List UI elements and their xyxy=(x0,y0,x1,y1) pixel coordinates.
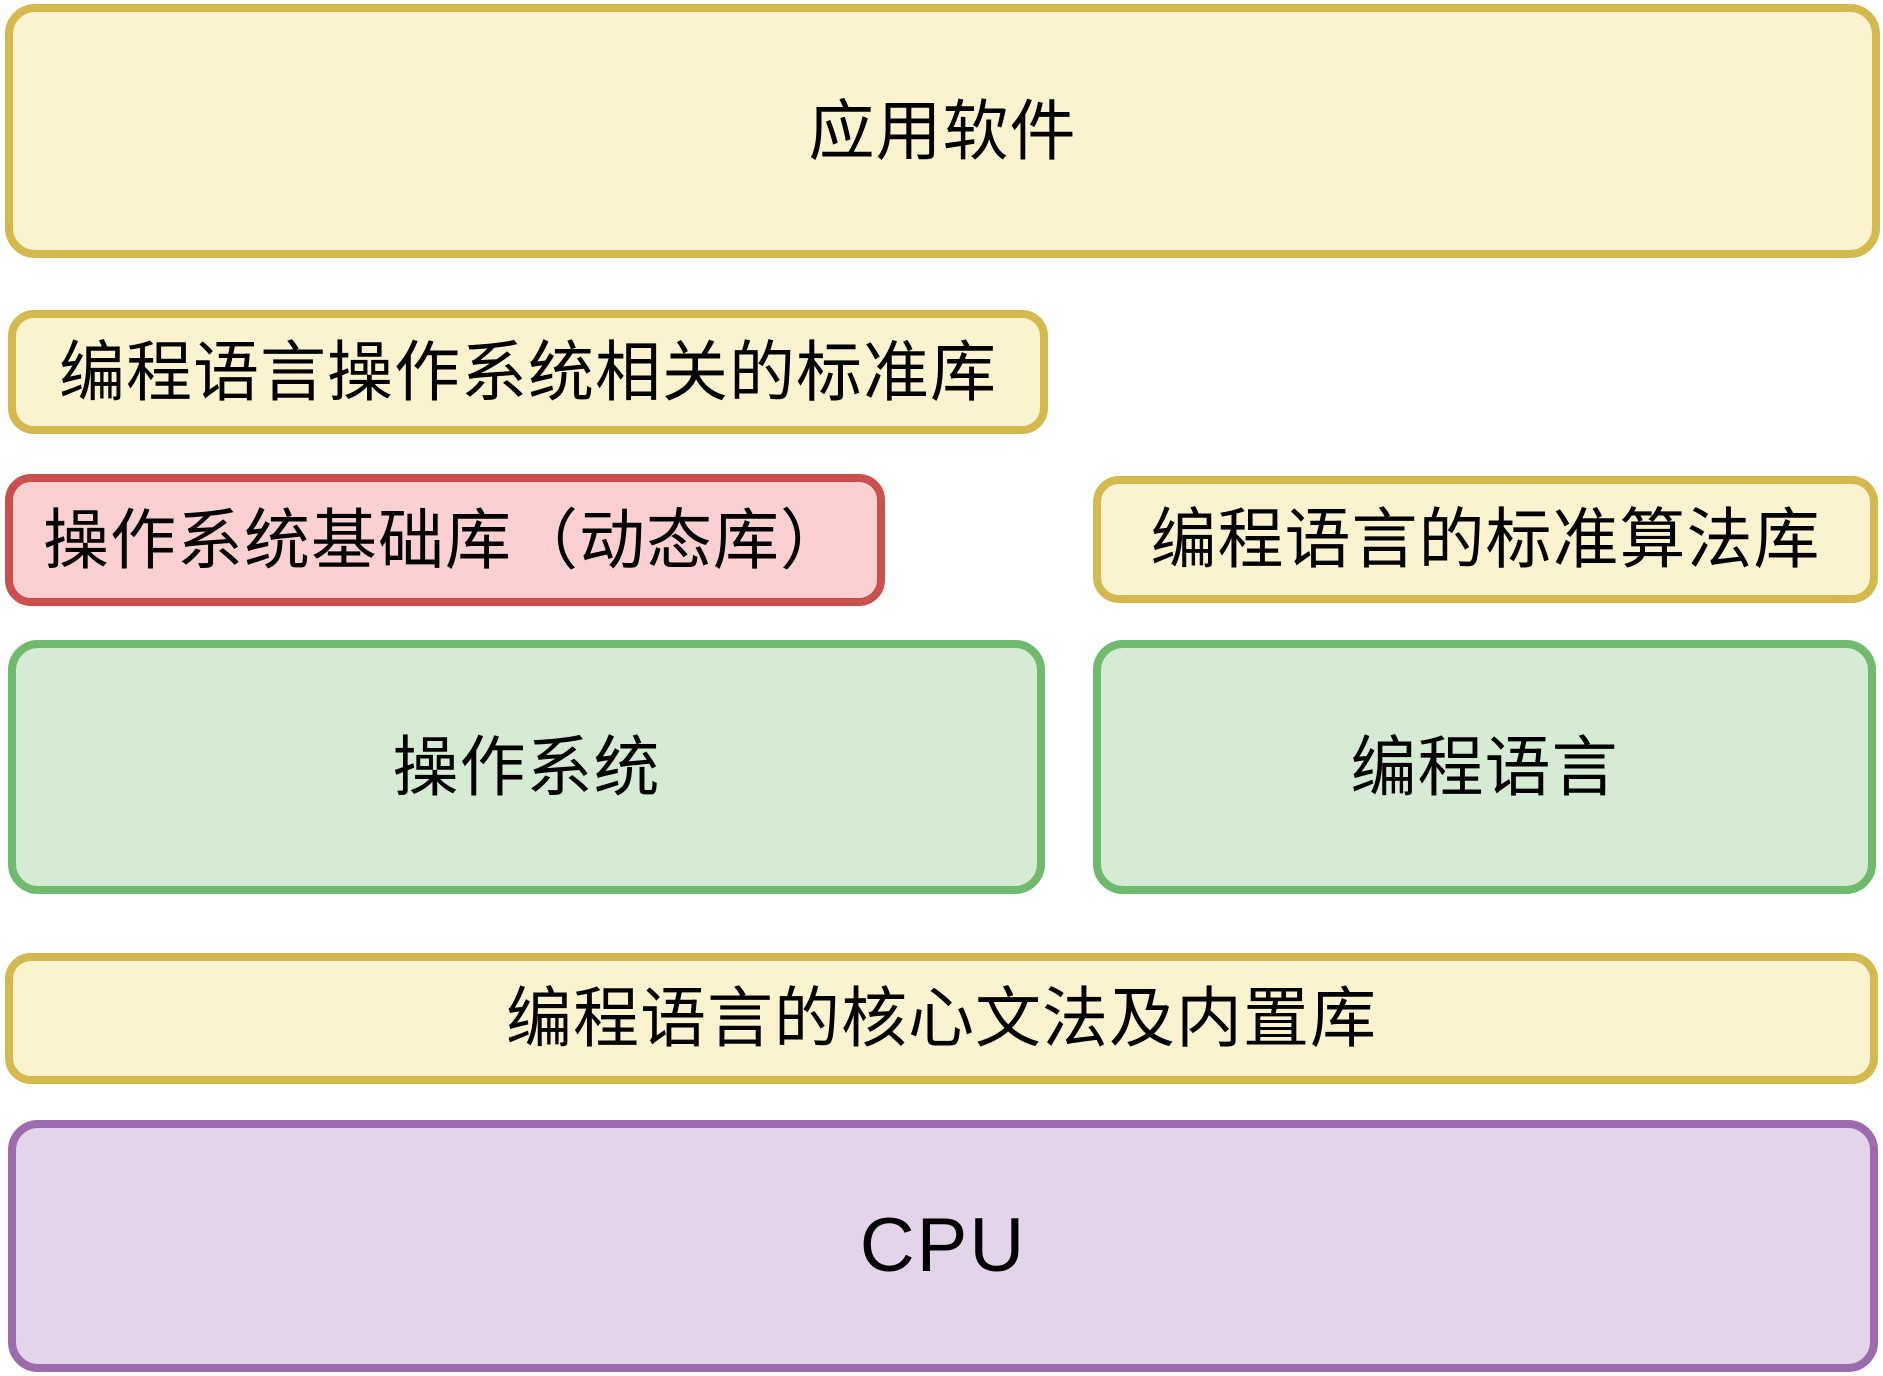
layer-cpu-label: CPU xyxy=(859,1203,1027,1289)
layer-os-base-lib: 操作系统基础库（动态库） xyxy=(5,474,885,606)
layer-programming-language-label: 编程语言 xyxy=(1350,729,1619,804)
layer-lang-os-stdlib: 编程语言操作系统相关的标准库 xyxy=(8,310,1048,434)
layer-app-software-label: 应用软件 xyxy=(808,93,1077,168)
layer-lang-std-algo-lib-label: 编程语言的标准算法库 xyxy=(1150,502,1821,577)
layer-operating-system: 操作系统 xyxy=(8,640,1045,894)
layer-lang-std-algo-lib: 编程语言的标准算法库 xyxy=(1093,476,1878,603)
layer-os-base-lib-label: 操作系统基础库（动态库） xyxy=(43,502,847,577)
layer-cpu: CPU xyxy=(8,1120,1878,1372)
layer-lang-core-builtin-lib: 编程语言的核心文法及内置库 xyxy=(5,953,1878,1084)
layer-lang-os-stdlib-label: 编程语言操作系统相关的标准库 xyxy=(59,334,997,409)
layer-lang-core-builtin-lib-label: 编程语言的核心文法及内置库 xyxy=(506,981,1377,1056)
layer-app-software: 应用软件 xyxy=(5,4,1880,258)
layer-operating-system-label: 操作系统 xyxy=(392,729,661,804)
layer-programming-language: 编程语言 xyxy=(1093,640,1876,894)
